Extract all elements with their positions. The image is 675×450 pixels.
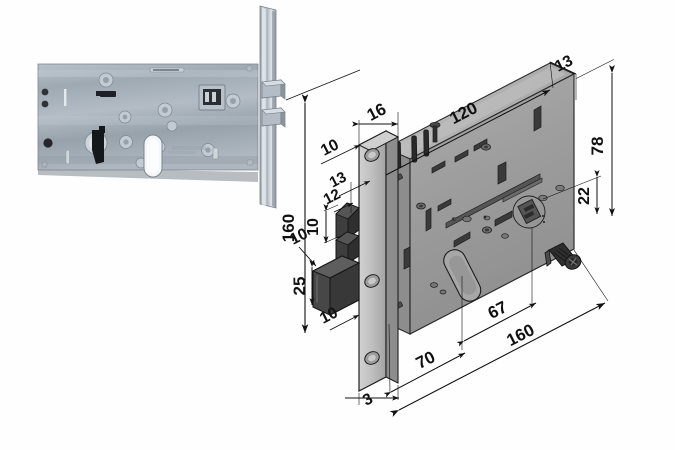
dim-label-10-latch: 10 bbox=[287, 225, 311, 248]
dimension-case-height-78: 78 bbox=[576, 59, 615, 216]
dim-label-10-lower: 10 bbox=[317, 304, 341, 327]
dim-label-13-bolt: 13 bbox=[327, 169, 350, 192]
upper-deadbolt bbox=[335, 202, 360, 239]
dimension-bolt-12: 12 bbox=[321, 186, 354, 213]
dimension-bolt-13: 13 bbox=[327, 169, 371, 213]
case-face-slots bbox=[403, 105, 542, 270]
dimension-height-160: 160 bbox=[279, 69, 361, 333]
dimension-bolt-10-upper: 10 bbox=[305, 204, 339, 244]
isometric-lock-drawing bbox=[311, 62, 582, 392]
latch-block bbox=[311, 255, 361, 316]
dimension-cylinder-22: 22 bbox=[542, 170, 602, 214]
cylinder-cutout bbox=[443, 249, 482, 302]
dim-label-13-depth: 13 bbox=[552, 52, 576, 75]
dimension-edge-10-top: 10 bbox=[318, 136, 361, 165]
dim-label-78: 78 bbox=[588, 137, 607, 156]
dim-label-25: 25 bbox=[290, 277, 309, 296]
dim-label-160-height: 160 bbox=[279, 214, 298, 242]
lower-deadbolt bbox=[335, 231, 360, 264]
case-face-holes bbox=[416, 143, 565, 295]
dim-label-10-bolt: 10 bbox=[305, 218, 322, 236]
faceplate-screw-holes bbox=[364, 148, 380, 365]
dimension-latch-10-lower: 10 bbox=[317, 304, 360, 331]
fixing-screw bbox=[544, 242, 582, 270]
dim-label-10-top: 10 bbox=[318, 136, 342, 159]
faceplate-edge bbox=[385, 130, 399, 384]
cylinder-detail bbox=[512, 195, 546, 229]
dimension-thickness-13: 13 bbox=[549, 52, 577, 100]
dim-label-12: 12 bbox=[321, 186, 344, 209]
dim-label-22: 22 bbox=[576, 187, 593, 205]
lock-body-photograph bbox=[37, 5, 286, 209]
dimension-latch-25: 25 bbox=[290, 260, 315, 305]
